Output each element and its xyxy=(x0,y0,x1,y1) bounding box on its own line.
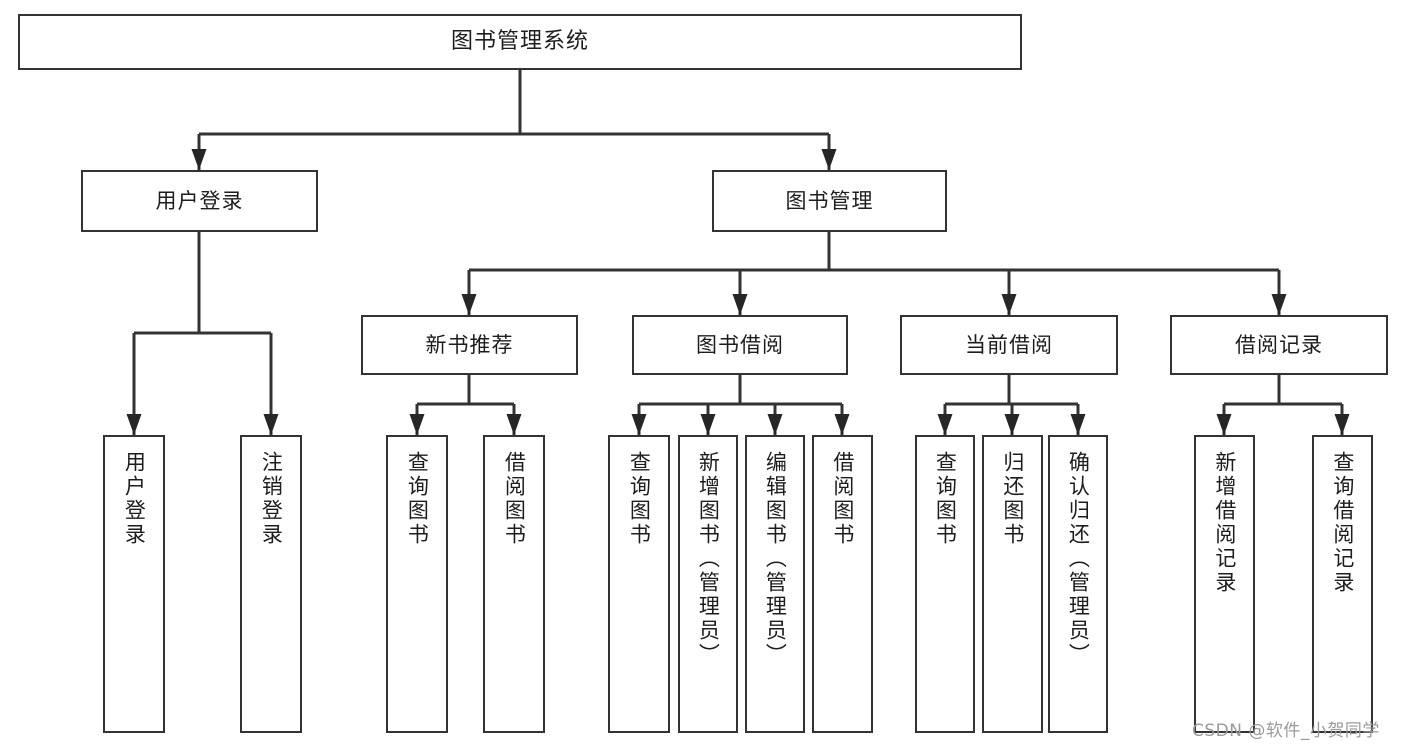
node-label: 用户登录 xyxy=(122,451,147,547)
leaf-return-book[interactable]: 归还图书 xyxy=(982,435,1043,733)
node-label: 查询图书 xyxy=(405,451,430,547)
node-label: 新增图书（管理员） xyxy=(696,451,721,667)
leaf-borrow-book-recommendation[interactable]: 借阅图书 xyxy=(483,435,545,733)
node-label: 查询借阅记录 xyxy=(1330,451,1355,595)
node-label: 图书借阅 xyxy=(696,332,784,357)
csdn-watermark: CSDN @软件_小贺同学 xyxy=(1192,721,1380,741)
leaf-query-book-recommendation[interactable]: 查询图书 xyxy=(386,435,448,733)
node-label: 图书管理 xyxy=(785,188,874,213)
node-label: 编辑图书（管理员） xyxy=(763,451,788,667)
node-label: 用户登录 xyxy=(155,188,244,213)
node-new-book-recommendation[interactable]: 新书推荐 xyxy=(361,315,578,375)
leaf-add-borrowing-record[interactable]: 新增借阅记录 xyxy=(1194,435,1255,733)
leaf-borrow-book-borrowing[interactable]: 借阅图书 xyxy=(812,435,873,733)
node-label: 当前借阅 xyxy=(965,332,1053,357)
leaf-user-login[interactable]: 用户登录 xyxy=(103,435,165,733)
node-label: 归还图书 xyxy=(1000,451,1025,547)
node-label: 借阅图书 xyxy=(502,451,527,547)
leaf-logout[interactable]: 注销登录 xyxy=(240,435,302,733)
leaf-add-book-admin[interactable]: 新增图书（管理员） xyxy=(678,435,738,733)
leaf-confirm-return-admin[interactable]: 确认归还（管理员） xyxy=(1048,435,1108,733)
node-user-login[interactable]: 用户登录 xyxy=(81,170,318,232)
node-book-management-system[interactable]: 图书管理系统 xyxy=(18,14,1022,70)
node-label: 新书推荐 xyxy=(425,332,514,357)
leaf-query-borrowing-record[interactable]: 查询借阅记录 xyxy=(1312,435,1373,733)
node-label: 借阅记录 xyxy=(1235,332,1323,357)
node-label: 查询图书 xyxy=(933,451,958,547)
node-label: 确认归还（管理员） xyxy=(1066,451,1091,667)
node-book-management[interactable]: 图书管理 xyxy=(712,170,947,232)
node-label: 借阅图书 xyxy=(830,451,855,547)
node-label: 查询图书 xyxy=(627,451,652,547)
node-borrowing-record[interactable]: 借阅记录 xyxy=(1170,315,1388,375)
node-label: 新增借阅记录 xyxy=(1212,451,1237,595)
node-current-borrowing[interactable]: 当前借阅 xyxy=(900,315,1118,375)
leaf-query-book-borrowing[interactable]: 查询图书 xyxy=(608,435,670,733)
node-label: 注销登录 xyxy=(259,451,284,547)
node-label: 图书管理系统 xyxy=(450,29,589,55)
leaf-query-book-current[interactable]: 查询图书 xyxy=(915,435,975,733)
node-book-borrowing[interactable]: 图书借阅 xyxy=(632,315,848,375)
leaf-edit-book-admin[interactable]: 编辑图书（管理员） xyxy=(745,435,805,733)
